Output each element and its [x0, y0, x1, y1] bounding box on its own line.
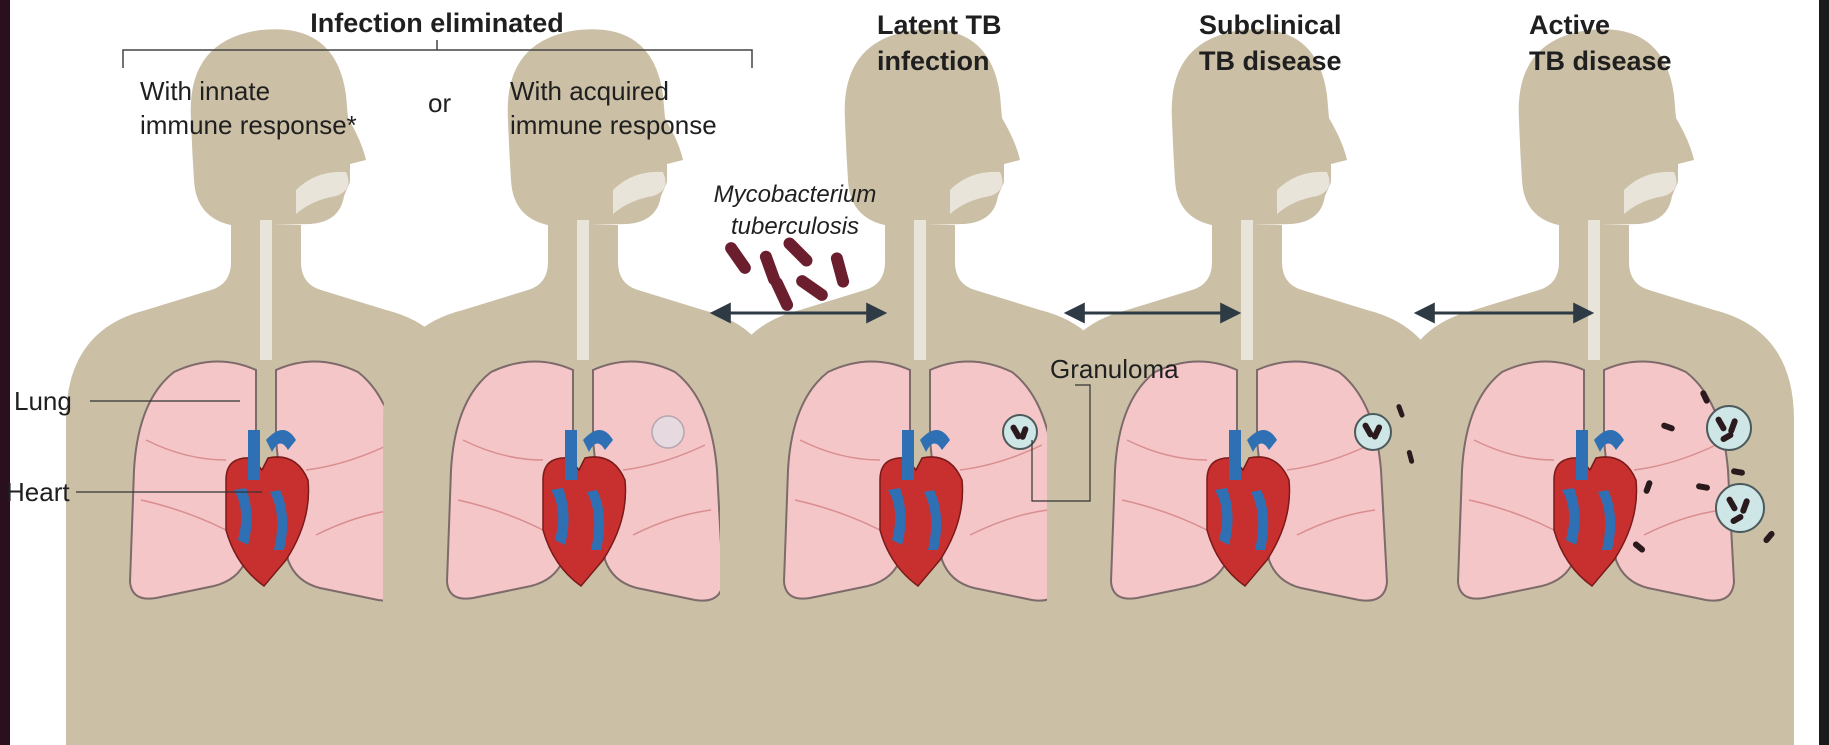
lung-label: Lung: [14, 386, 72, 416]
active-title-line2: TB disease: [1529, 46, 1672, 76]
subclinical-title-line2: TB disease: [1199, 46, 1342, 76]
granuloma-label: Granuloma: [1050, 354, 1179, 384]
acquired-line1: With acquired: [510, 76, 669, 106]
latent-title-line2: infection: [877, 46, 990, 76]
infection-eliminated-title: Infection eliminated: [310, 8, 564, 38]
figure-subclinical: [1047, 29, 1447, 745]
innate-line2: immune response*: [140, 110, 357, 140]
innate-line1: With innate: [140, 76, 270, 106]
pathogen-line1: Mycobacterium: [714, 181, 877, 208]
or-label: or: [428, 88, 451, 118]
acquired-line2: immune response: [510, 110, 717, 140]
subclinical-title-line1: Subclinical: [1199, 10, 1342, 40]
heart-label: Heart: [6, 477, 70, 507]
cleared-lesion: [652, 416, 684, 448]
pathogen-line2: tuberculosis: [731, 213, 859, 240]
figure-active: [1394, 29, 1794, 745]
latent-title-line1: Latent TB: [877, 10, 1002, 40]
active-title-line1: Active: [1529, 10, 1610, 40]
